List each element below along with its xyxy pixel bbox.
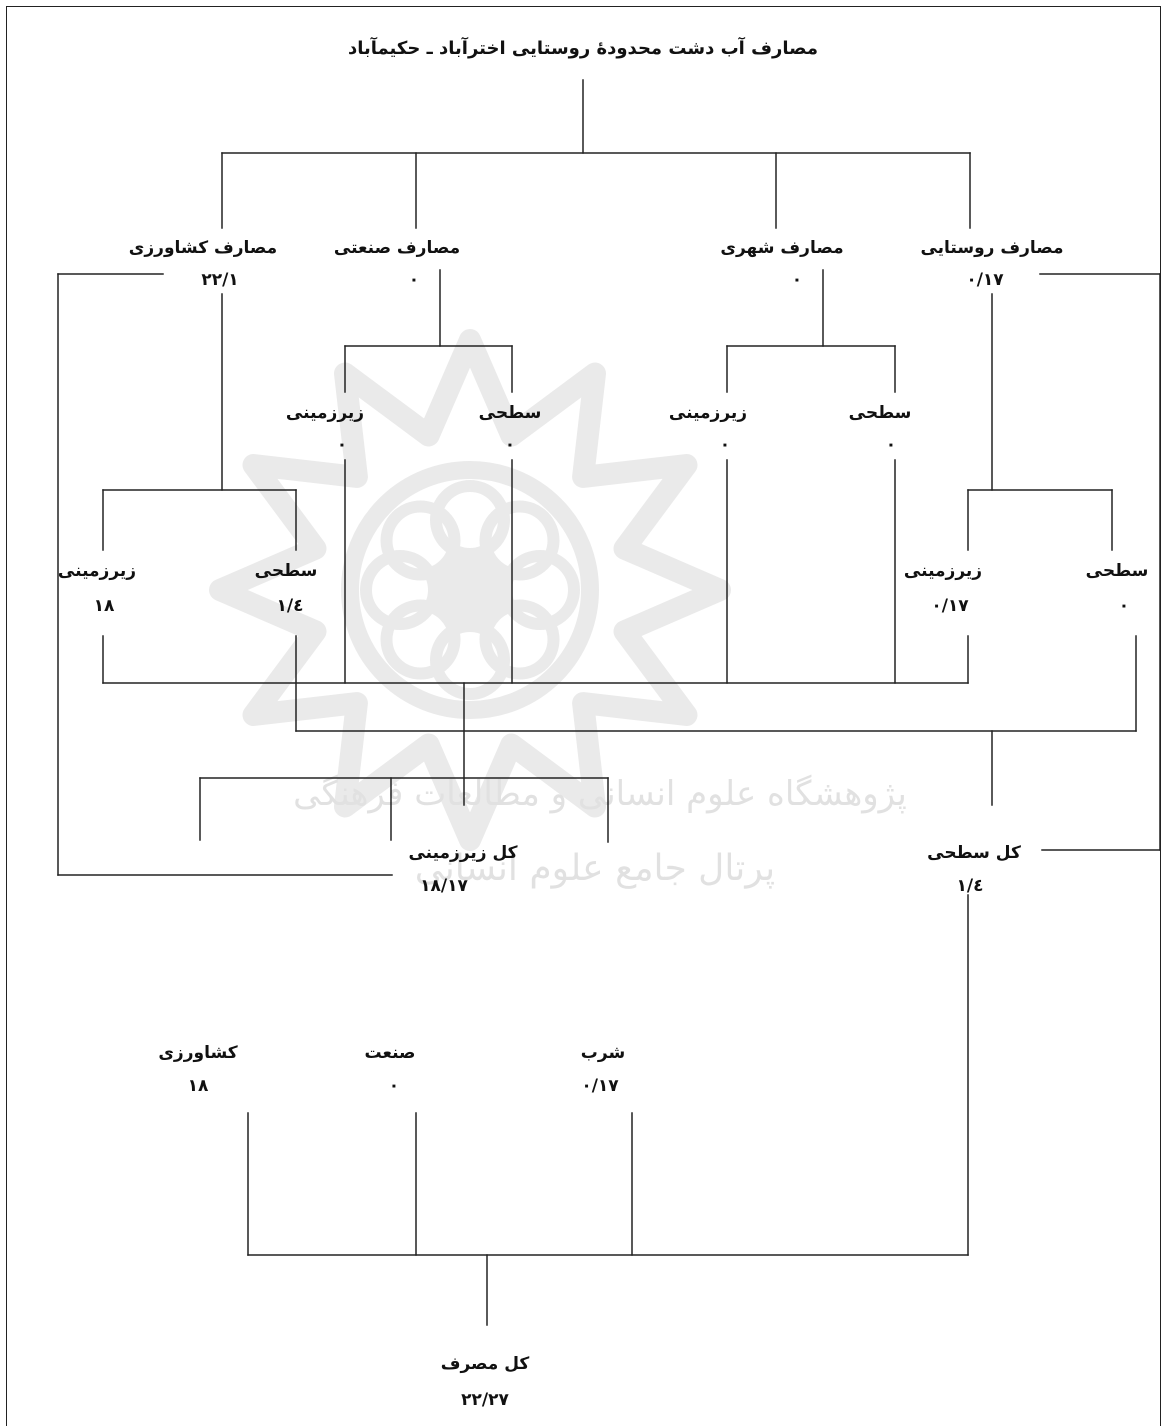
node-agri-groundwater-value: ۱۸	[93, 596, 115, 616]
star-petal	[479, 599, 560, 680]
star-petal	[479, 500, 560, 581]
node-total-groundwater-value: ۱۸/۱۷	[420, 876, 468, 896]
node-urban-groundwater-name: زیرزمینی	[668, 403, 748, 423]
node-total-surface-name: کل سطحی	[927, 843, 1021, 863]
node-industrial-groundwater-value: ۰	[336, 435, 348, 455]
node-rural-groundwater-value: ۰/۱۷	[931, 596, 969, 616]
node-total-consumption-value: ۲۲/۲۷	[461, 1390, 509, 1410]
node-agri-surface-value: ٤/۱	[276, 596, 304, 616]
node-industrial-name: مصارف صنعتی	[333, 238, 461, 258]
node-urban-groundwater-value: ۰	[719, 435, 731, 455]
star-ring	[341, 461, 599, 719]
star-petal	[380, 599, 461, 680]
node-agri-value: ۲۲/۱	[201, 270, 239, 290]
diagram-title: مصارف آب دشت محدودۀ روستایی اخترآباد ـ ح…	[347, 38, 819, 59]
node-drinking-value: ۰/۱۷	[581, 1076, 619, 1096]
node-agri-name: مصارف کشاورزی	[128, 238, 278, 258]
node-industrial-surface-value: ۰	[504, 435, 516, 455]
node-industry-value: ۰	[388, 1076, 400, 1096]
star-outline	[209, 329, 731, 851]
watermark-line2: پرتال جامع علوم انسانی	[415, 848, 775, 889]
star-petal	[380, 500, 461, 581]
node-industrial-groundwater-name: زیرزمینی	[285, 403, 365, 423]
node-farming-name: کشاورزی	[158, 1043, 238, 1063]
node-rural-value: ۰/۱۷	[966, 270, 1004, 290]
node-farming-value: ۱۸	[187, 1076, 209, 1096]
watermark-line1: پژوهشگاه علوم انسانی و مطالعات فرهنگی	[293, 774, 907, 814]
star-center	[430, 550, 510, 630]
node-urban-value: ۰	[791, 270, 803, 290]
node-total-groundwater-name: کل زیرزمینی	[408, 843, 518, 863]
watermark-emblem: پژوهشگاه علوم انسانی و مطالعات فرهنگی پر…	[209, 329, 907, 889]
node-total-surface-value: ٤/۱	[956, 876, 984, 896]
node-rural-groundwater-name: زیرزمینی	[903, 561, 983, 581]
node-drinking-name: شرب	[580, 1043, 626, 1063]
node-total-consumption-name: کل مصرف	[440, 1354, 530, 1374]
node-rural-surface-value: ۰	[1118, 596, 1130, 616]
connector-lines	[57, 79, 1161, 1326]
node-agri-surface-name: سطحی	[254, 561, 318, 581]
node-urban-name: مصارف شهری	[720, 238, 844, 258]
node-rural-name: مصارف روستایی	[920, 238, 1064, 258]
node-industrial-value: ۰	[408, 270, 420, 290]
node-industry-name: صنعت	[364, 1043, 416, 1063]
node-agri-groundwater-name: زیرزمینی	[57, 561, 137, 581]
node-urban-surface-name: سطحی	[848, 403, 912, 423]
node-industrial-surface-name: سطحی	[478, 403, 542, 423]
node-rural-surface-name: سطحی	[1085, 561, 1149, 581]
node-urban-surface-value: ۰	[885, 435, 897, 455]
star-emblem-icon	[209, 329, 731, 851]
